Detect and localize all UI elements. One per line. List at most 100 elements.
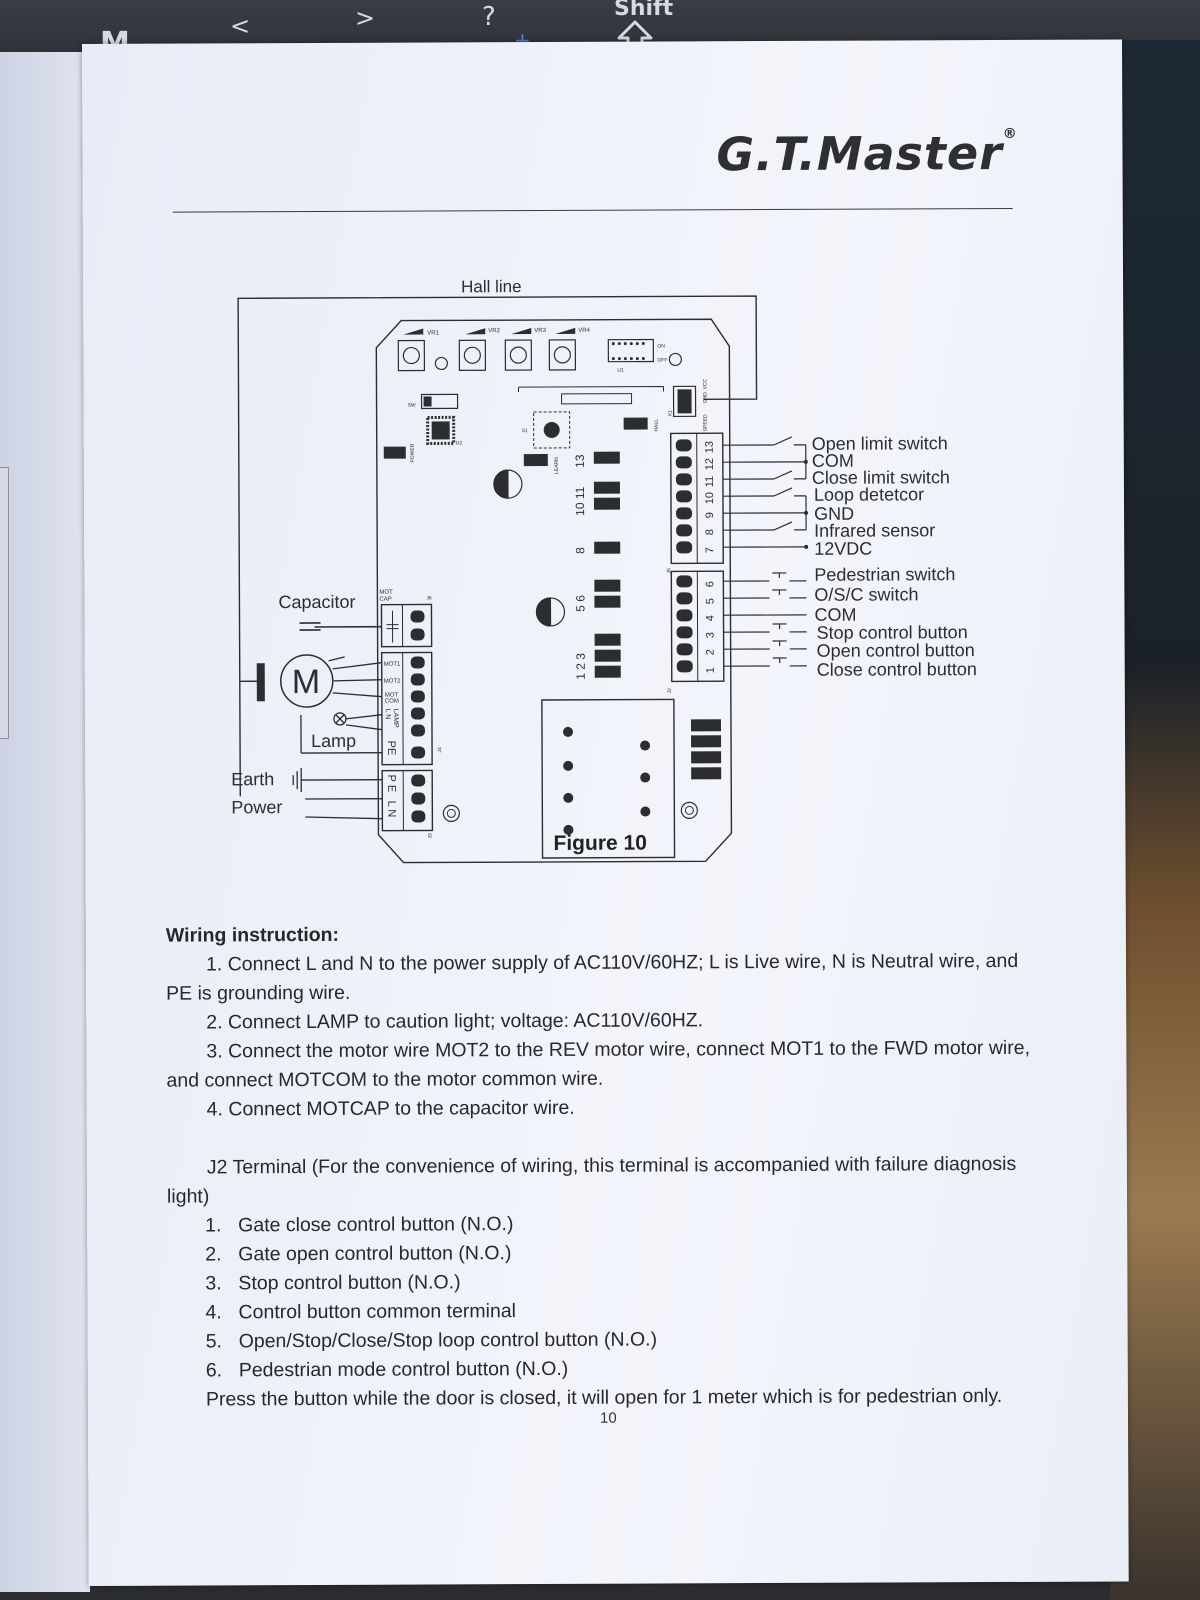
j2-label-close: Close control button [817, 659, 977, 680]
diagnostic-leds [593, 451, 621, 678]
mot-cap-label-1: MOT [379, 590, 393, 596]
hall-line-label: Hall line [461, 277, 522, 296]
x1-speed-label: SPEED [703, 414, 709, 431]
wiring-item-3-line-2: and connect MOTCOM to the motor common w… [166, 1067, 604, 1092]
pe-j3-label: P E [385, 775, 397, 793]
j2-list-num: 1. [205, 1214, 222, 1237]
j5-pin-13: 13 [704, 441, 716, 453]
j5-pin-9: 9 [704, 512, 716, 518]
mot1-label: MOT1 [384, 662, 401, 668]
left-page-edge [0, 52, 90, 1592]
relay-block [541, 698, 676, 859]
lamp-label: Lamp [311, 731, 356, 751]
j2-label-stop: Stop control button [817, 622, 968, 643]
relay-leds [690, 719, 722, 780]
lamp-ln-label: L N [384, 709, 391, 720]
led-number-8: 8 [573, 547, 587, 554]
key-shift[interactable]: Shift [614, 0, 674, 21]
terminal-block-j4[interactable]: MOT1 MOT2 MOT COM LAMP L N PE J4 [380, 651, 443, 766]
j5-pin-11: 11 [704, 476, 716, 487]
terminal-block-j2[interactable]: J2 1 2 3 4 5 6 [666, 570, 725, 694]
potentiometers[interactable]: VR1 VR2 VR3 VR4 [397, 327, 682, 372]
key-question[interactable]: ? [482, 2, 496, 32]
earth-label: Earth [231, 769, 274, 789]
microcontroller-u2: SW U2 [408, 393, 463, 446]
j2-list-text: Stop control button (N.O.) [238, 1271, 461, 1295]
power-led: POWER [383, 443, 416, 463]
learn-label: LEARN [554, 457, 560, 474]
wiring-item-1-line-2: PE is grounding wire. [166, 981, 351, 1005]
j6-label: J6 [426, 595, 432, 601]
pe-j4-label: PE [385, 741, 397, 756]
power-leads [305, 798, 383, 820]
j2-label-open: Open control button [817, 640, 975, 661]
j2-pin-4: 4 [704, 615, 716, 621]
sw-label: SW [408, 403, 416, 409]
led-number-13: 13 [573, 454, 587, 468]
ln-j3-label: L N [385, 801, 397, 818]
j2-pin-3: 3 [705, 632, 717, 638]
capacitor-label: Capacitor [278, 592, 355, 612]
x1-vcc-label: VCC [702, 378, 708, 389]
mot-cap-label-2: CAP [379, 597, 391, 603]
earth-symbol [292, 768, 383, 793]
wiring-heading: Wiring instruction: [165, 923, 340, 947]
j5-label-close-limit: Close limit switch [812, 467, 950, 488]
j2-list-item: 6.Pedestrian mode control button (N.O.) [168, 1353, 1038, 1386]
terminal-block-j5[interactable]: J5 7 8 9 10 11 12 13 [666, 432, 724, 573]
j2-label: J2 [667, 688, 673, 694]
j2-pin-5: 5 [704, 598, 716, 604]
dip-switch[interactable]: ON OFF U1 [607, 338, 667, 374]
dip-on-label: ON [657, 343, 665, 349]
vr1-label: VR1 [427, 330, 439, 336]
brand-name: G.T.Master [716, 125, 1003, 182]
j5-label-open-limit: Open limit switch [812, 433, 948, 454]
j2-list-item: 2.Gate open control button (N.O.) [167, 1237, 1037, 1270]
key-less[interactable]: < [230, 12, 251, 40]
capacitor-symbol [299, 622, 382, 631]
j5-label-loop-detector: Loop detetcor [814, 484, 924, 504]
j2-list-num: 3. [205, 1272, 222, 1295]
key-greater[interactable]: > [355, 4, 376, 32]
j5-label-com: COM [812, 451, 854, 471]
wiring-item-1-line-1: 1. Connect L and N to the power supply o… [205, 949, 1019, 976]
vr3-label: VR3 [534, 328, 546, 334]
j2-list-text: Open/Stop/Close/Stop loop control button… [238, 1328, 658, 1353]
led-number-1-2-3: 1 2 3 [574, 653, 588, 680]
j2-intro-line-1: J2 Terminal (For the convenience of wiri… [206, 1152, 1017, 1179]
mot-com-label-2: COM [385, 699, 399, 705]
j2-list-text: Control button common terminal [238, 1300, 517, 1324]
j3-label: J3 [427, 833, 433, 839]
j2-list-item: 1.Gate close control button (N.O.) [167, 1208, 1037, 1241]
j2-label-osc: O/S/C switch [814, 584, 918, 604]
motor-symbol: M [239, 654, 382, 708]
j5-pin-10: 10 [704, 492, 716, 504]
j2-list-num: 6. [205, 1359, 223, 1382]
hall-led [623, 417, 648, 430]
mounting-hole-1 [442, 804, 460, 822]
dip-off-label: OFF [657, 357, 667, 363]
hall-connector-x1[interactable]: X1 SPEED GND VCC [667, 378, 709, 431]
j5-pin-12: 12 [704, 458, 716, 470]
control-board-outline [375, 318, 733, 864]
terminal-block-j3[interactable]: P E L N J3 [381, 769, 433, 839]
header-rule [172, 207, 1013, 213]
j5-pin-8: 8 [704, 529, 716, 535]
j5-label-infrared: Infrared sensor [814, 520, 935, 541]
j5-pin-7: 7 [704, 547, 716, 553]
u1-label: U1 [617, 368, 624, 374]
u2-label: U2 [456, 440, 463, 446]
power-label: Power [231, 797, 282, 817]
j2-pin-2: 2 [705, 649, 717, 655]
x1-label: X1 [668, 410, 674, 416]
hall-line-wire [237, 295, 758, 797]
terminal-block-j6[interactable]: MOT CAP J6 [379, 589, 433, 648]
j2-list-num: 4. [205, 1301, 222, 1324]
j2-list-num: 2. [205, 1243, 222, 1266]
j2-intro-line-2: light) [166, 1185, 210, 1208]
learn-button-s1[interactable]: S1 LEARN [522, 411, 571, 474]
figure-caption: Figure 10 [553, 831, 647, 855]
led-number-10-11: 10 11 [573, 486, 587, 516]
page-number: 10 [599, 1409, 617, 1427]
j5-label-12vdc: 12VDC [814, 539, 872, 559]
